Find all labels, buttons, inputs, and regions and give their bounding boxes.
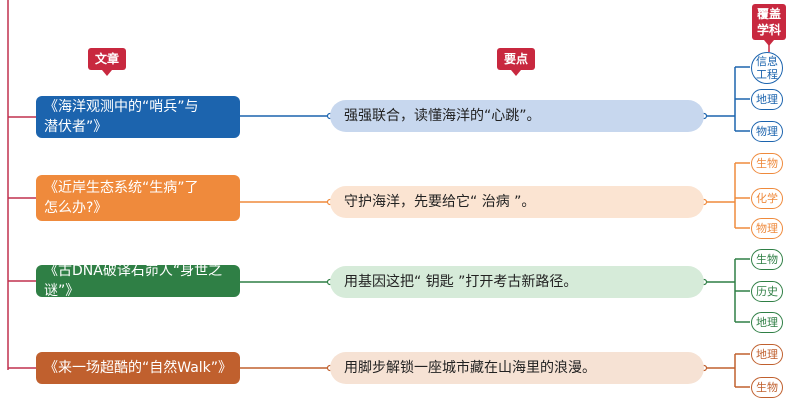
point-column-tag: 要点	[497, 48, 535, 76]
subject-bracket-0	[704, 66, 750, 132]
key-point-pill: 用脚步解锁一座城市藏在山海里的浪漫。	[330, 352, 704, 384]
subject-oval: 地理	[751, 312, 783, 333]
subject-oval: 物理	[751, 218, 783, 239]
subject-oval: 生物	[751, 249, 783, 270]
subject-oval: 信息 工程	[751, 52, 783, 84]
article-box: 《近岸生态系统“生病”了 怎么办?》	[36, 175, 240, 221]
article-box: 《来一场超酷的“自然Walk”》	[36, 352, 240, 384]
article-box: 《古DNA破译石峁人“身世之谜”》	[36, 263, 240, 299]
subject-oval: 地理	[751, 344, 783, 365]
subject-oval: 化学	[751, 188, 783, 209]
subject-bracket-1	[704, 162, 750, 229]
subject-oval: 生物	[751, 153, 783, 174]
subject-oval: 历史	[751, 281, 783, 302]
subject-oval: 生物	[751, 377, 783, 398]
article-box: 《海洋观测中的“哨兵”与 潜伏者”》	[36, 96, 240, 138]
subject-oval: 物理	[751, 121, 783, 142]
key-point-pill: 用基因这把“ 钥匙 ”打开考古新路径。	[330, 266, 704, 298]
key-point-pill: 守护海洋，先要给它“ 治病 ”。	[330, 186, 704, 218]
article-column-tag: 文章	[88, 48, 126, 76]
subject-bracket-2	[704, 258, 750, 323]
key-point-pill: 强强联合，读懂海洋的“心跳”。	[330, 100, 704, 132]
subject-column-tag: 覆盖 学科	[752, 4, 786, 46]
subject-oval: 地理	[751, 89, 783, 110]
subject-bracket-3	[704, 353, 750, 388]
